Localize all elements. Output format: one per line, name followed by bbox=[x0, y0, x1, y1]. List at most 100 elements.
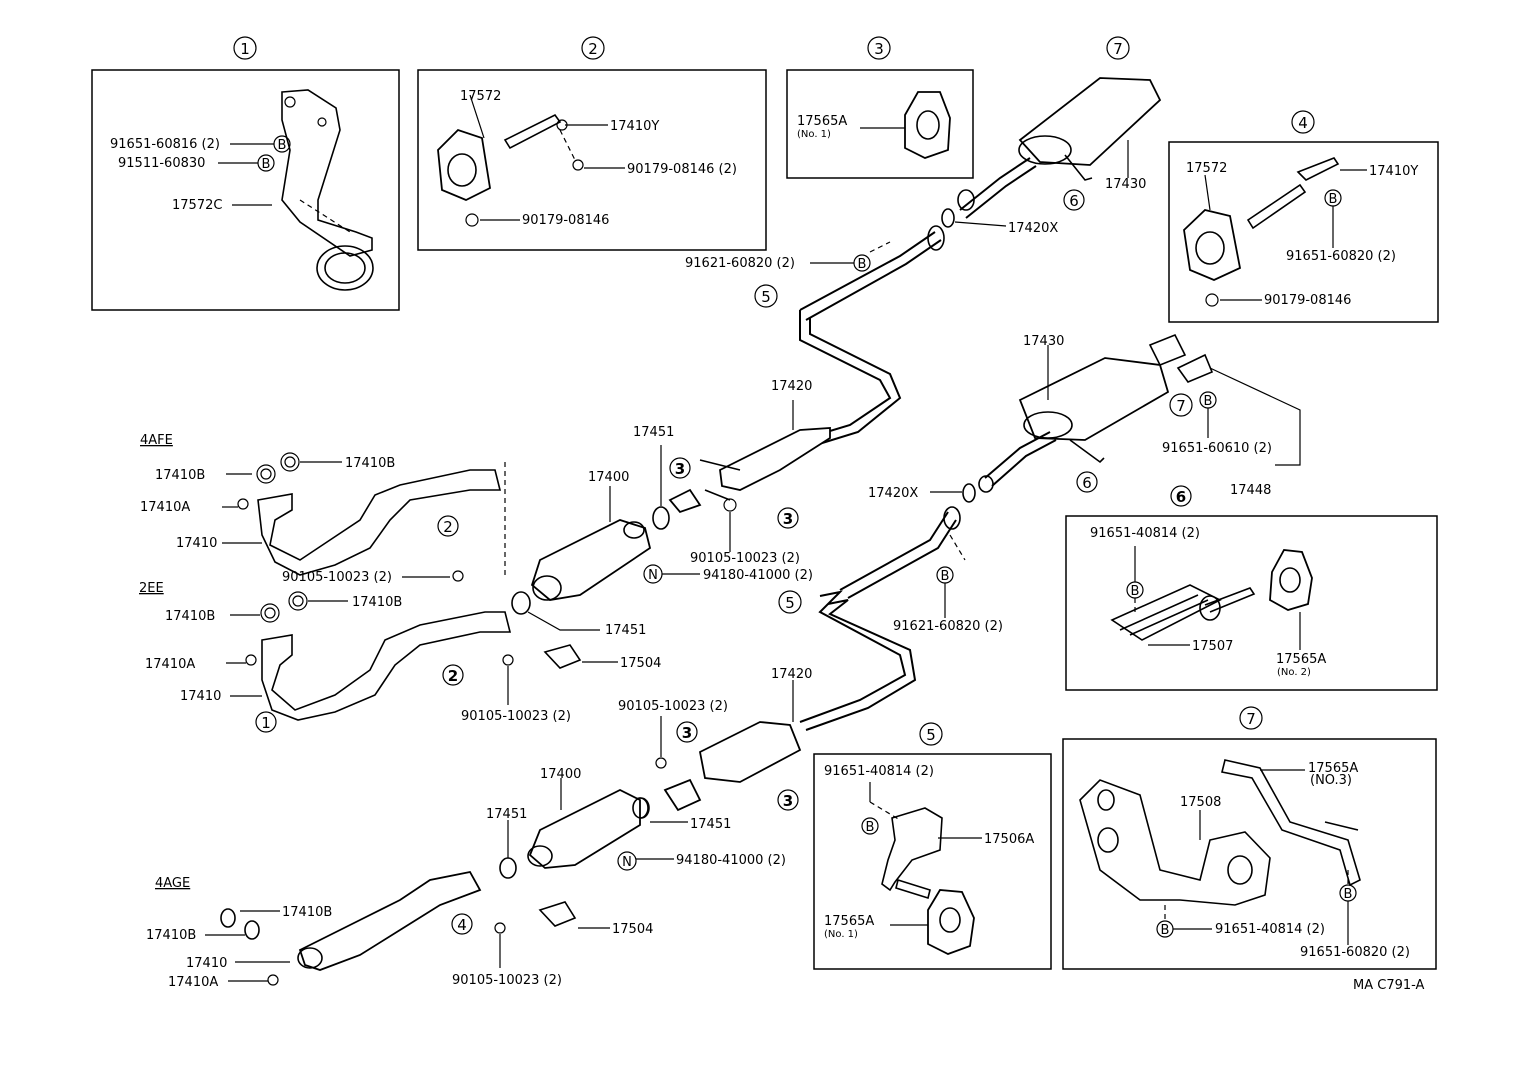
label-17430-mid: 17430 bbox=[1023, 334, 1064, 349]
label-91621-mid: 91621-60820 (2) bbox=[893, 619, 1003, 634]
section-4-box: 4 B 17572 17410Y 91651-60820 (2) 90179-0… bbox=[1168, 110, 1439, 323]
callout-3-mid-b: 3 bbox=[783, 792, 793, 810]
label-17410-c: 17410 bbox=[186, 956, 227, 971]
callout-6-mid: 6 bbox=[1082, 474, 1092, 492]
callout-3-top-b: 3 bbox=[783, 510, 793, 528]
fastener-b-5: B bbox=[866, 820, 875, 835]
label-17451-bot1: 17451 bbox=[486, 807, 527, 822]
part-17572-s2: 17572 bbox=[460, 89, 501, 104]
part-91651-40814-s6: 91651-40814 (2) bbox=[1090, 526, 1200, 541]
diagram-code: MA C791-A bbox=[1353, 978, 1425, 993]
engine-label-4afe: 4AFE bbox=[140, 433, 173, 448]
part-91651-60816: 91651-60816 (2) bbox=[110, 137, 220, 152]
label-17410B-b1: 17410B bbox=[165, 609, 215, 624]
fastener-b-1b: B bbox=[262, 157, 271, 172]
fastener-b-mid-b: B bbox=[941, 569, 950, 584]
label-17410B-a1: 17410B bbox=[155, 468, 205, 483]
label-17410B-c1: 17410B bbox=[282, 905, 332, 920]
label-90105-a: 90105-10023 (2) bbox=[282, 570, 392, 585]
label-17451-bot2: 17451 bbox=[690, 817, 731, 832]
label-90105-c: 90105-10023 (2) bbox=[452, 973, 562, 988]
callout-2-4afe: 2 bbox=[443, 518, 453, 536]
engine-4afe-manifold: 4AFE 2 17410B 17410B 17410A 17410 90105-… bbox=[140, 433, 506, 585]
part-17565A-s5: 17565A bbox=[824, 914, 874, 929]
note-no2-s6: (No. 2) bbox=[1277, 667, 1311, 678]
fastener-b-6: B bbox=[1131, 584, 1140, 599]
label-17430-top: 17430 bbox=[1105, 177, 1146, 192]
label-17420X-top: 17420X bbox=[1008, 221, 1058, 236]
callout-6-top: 6 bbox=[1069, 192, 1079, 210]
section-5-box: 5 B 91651-40814 (2) 17506A 17565A (No. 1… bbox=[813, 722, 1052, 970]
label-90105-b: 90105-10023 (2) bbox=[461, 709, 571, 724]
marker-n-top: N bbox=[648, 568, 658, 583]
part-90179-08146-s2: 90179-08146 bbox=[522, 213, 609, 228]
section-1-number: 1 bbox=[240, 40, 250, 58]
section-5-number: 5 bbox=[926, 726, 936, 744]
fastener-b-1a: B bbox=[278, 138, 287, 153]
label-91621-top: 91621-60820 (2) bbox=[685, 256, 795, 271]
section-2-number: 2 bbox=[588, 40, 598, 58]
callout-7-top: 7 bbox=[1113, 40, 1123, 58]
part-17572-s4: 17572 bbox=[1186, 161, 1227, 176]
part-17410Y-s2: 17410Y bbox=[610, 119, 659, 134]
label-17420-top: 17420 bbox=[771, 379, 812, 394]
engine-4age-assembly: 17400 17451 17451 N 94180-41000 (2) 4AGE… bbox=[146, 767, 786, 990]
note-no1-s5: (No. 1) bbox=[824, 929, 858, 940]
part-17565A-s7: 17565A bbox=[1308, 761, 1358, 776]
label-90105-top: 90105-10023 (2) bbox=[690, 551, 800, 566]
callout-5-mid: 5 bbox=[785, 594, 795, 612]
section-1-box: 1 B B 91651-60816 (2) 91511-60830 17572C bbox=[91, 36, 400, 311]
section-6-box: 6 B 91651-40814 (2) 17507 17565A (No. 2) bbox=[1065, 485, 1438, 691]
label-17420X-mid: 17420X bbox=[868, 486, 918, 501]
fastener-b-top: B bbox=[858, 257, 867, 272]
part-90179-08146-2: 90179-08146 (2) bbox=[627, 162, 737, 177]
callout-5-top: 5 bbox=[761, 288, 771, 306]
callout-2-2ee: 2 bbox=[448, 667, 458, 685]
label-17410-b: 17410 bbox=[180, 689, 221, 704]
label-17504-b: 17504 bbox=[620, 656, 661, 671]
part-90179-08146-s4: 90179-08146 bbox=[1264, 293, 1351, 308]
middle-exhaust-assembly: 17430 7 B 91651-60610 (2) 17448 6 17420X… bbox=[618, 333, 1301, 819]
callout-3-top-a: 3 bbox=[675, 460, 685, 478]
callout-1-2ee: 1 bbox=[261, 714, 271, 732]
part-17572C: 17572C bbox=[172, 198, 222, 213]
callout-4-4age: 4 bbox=[457, 916, 467, 934]
label-17400-bot: 17400 bbox=[540, 767, 581, 782]
part-17507: 17507 bbox=[1192, 639, 1233, 654]
label-90105-mid: 90105-10023 (2) bbox=[618, 699, 728, 714]
label-91651-mid: 91651-60610 (2) bbox=[1162, 441, 1272, 456]
section-4-number: 4 bbox=[1298, 114, 1308, 132]
part-17506A: 17506A bbox=[984, 832, 1034, 847]
part-91511-60830: 91511-60830 bbox=[118, 156, 205, 171]
section-2-box: 2 17572 17410Y 90179-08146 (2) 90179-081… bbox=[417, 36, 767, 251]
marker-n-bot: N bbox=[622, 855, 632, 870]
label-17410-a: 17410 bbox=[176, 536, 217, 551]
part-91651-40814-s5: 91651-40814 (2) bbox=[824, 764, 934, 779]
label-17410B-b2: 17410B bbox=[352, 595, 402, 610]
part-17565A-s3: 17565A bbox=[797, 114, 847, 129]
part-91651-60820-s7: 91651-60820 (2) bbox=[1300, 945, 1410, 960]
label-17451-b: 17451 bbox=[605, 623, 646, 638]
engine-2ee-manifold: 2EE 1 2 17451 17504 90105-10023 (2) 1741… bbox=[139, 581, 661, 733]
section-3-number: 3 bbox=[874, 40, 884, 58]
fastener-b-7a: B bbox=[1344, 887, 1353, 902]
note-no1-s3: (No. 1) bbox=[797, 129, 831, 140]
section-3-box: 3 17565A (No. 1) bbox=[786, 36, 974, 179]
part-91651-60820-s4: 91651-60820 (2) bbox=[1286, 249, 1396, 264]
label-17448: 17448 bbox=[1230, 483, 1271, 498]
fastener-b-4: B bbox=[1329, 192, 1338, 207]
callout-3-mid-a: 3 bbox=[682, 724, 692, 742]
label-17410A-b: 17410A bbox=[145, 657, 195, 672]
label-94180-top: 94180-41000 (2) bbox=[703, 568, 813, 583]
section-6-number: 6 bbox=[1176, 488, 1186, 506]
part-91651-40814-s7: 91651-40814 (2) bbox=[1215, 922, 1325, 937]
fastener-b-7b: B bbox=[1161, 923, 1170, 938]
label-94180-bot: 94180-41000 (2) bbox=[676, 853, 786, 868]
section-7-box: 7 B B 17565A (NO.3) 17508 91651-40814 (2… bbox=[1062, 706, 1437, 970]
label-17504-c: 17504 bbox=[612, 922, 653, 937]
label-17410B-a2: 17410B bbox=[345, 456, 395, 471]
section-7-number: 7 bbox=[1246, 710, 1256, 728]
label-17400-top: 17400 bbox=[588, 470, 629, 485]
